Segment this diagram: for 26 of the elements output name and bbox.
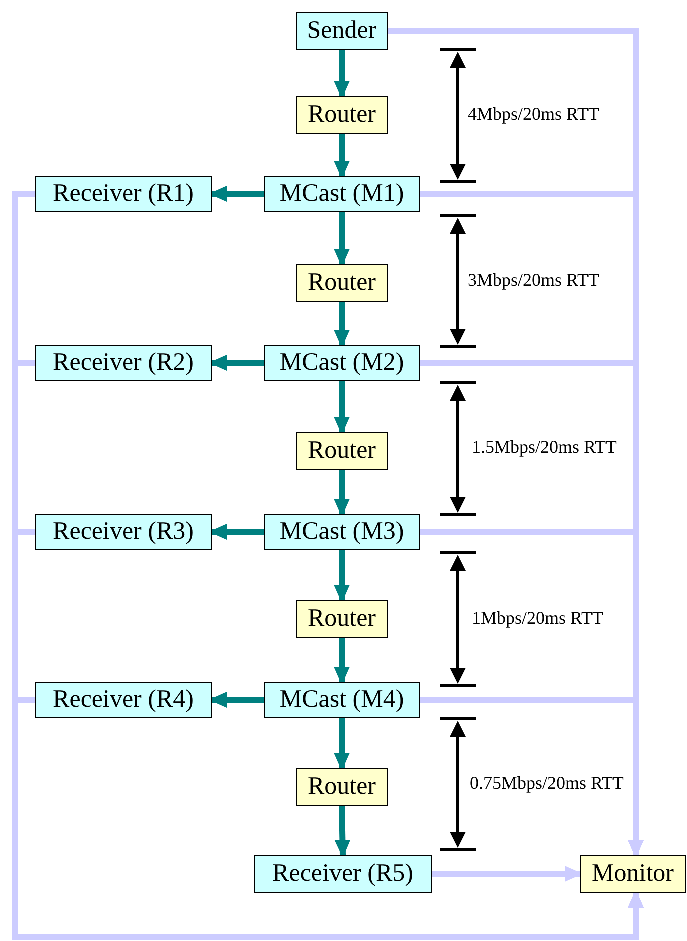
node-box: MCast (M1): [264, 176, 420, 212]
node-box: MCast (M3): [264, 514, 420, 550]
node-box: Receiver (R1): [35, 176, 212, 212]
node-box: MCast (M4): [264, 682, 420, 718]
arrow: [334, 806, 351, 858]
arrow: [334, 718, 350, 771]
router-box: Monitor: [580, 855, 686, 893]
node-box: Receiver (R3): [35, 514, 212, 550]
router-box: Router: [296, 432, 388, 470]
node-box: MCast (M2): [264, 345, 420, 381]
arrow: [334, 50, 350, 99]
router-box: Router: [296, 264, 388, 302]
router-box: Router: [296, 600, 388, 638]
arrow: [334, 212, 350, 267]
arrow: [334, 550, 350, 603]
router-box: Router: [296, 768, 388, 806]
arrow: [334, 381, 350, 435]
arrow: [334, 302, 350, 348]
arrow: [334, 134, 350, 179]
node-box: Receiver (R2): [35, 345, 212, 381]
arrow: [334, 470, 350, 517]
node-box: Receiver (R4): [35, 682, 212, 718]
node-box: Receiver (R5): [254, 855, 432, 893]
arrow: [334, 638, 350, 685]
router-box: Router: [296, 96, 388, 134]
node-box: Sender: [296, 12, 388, 50]
